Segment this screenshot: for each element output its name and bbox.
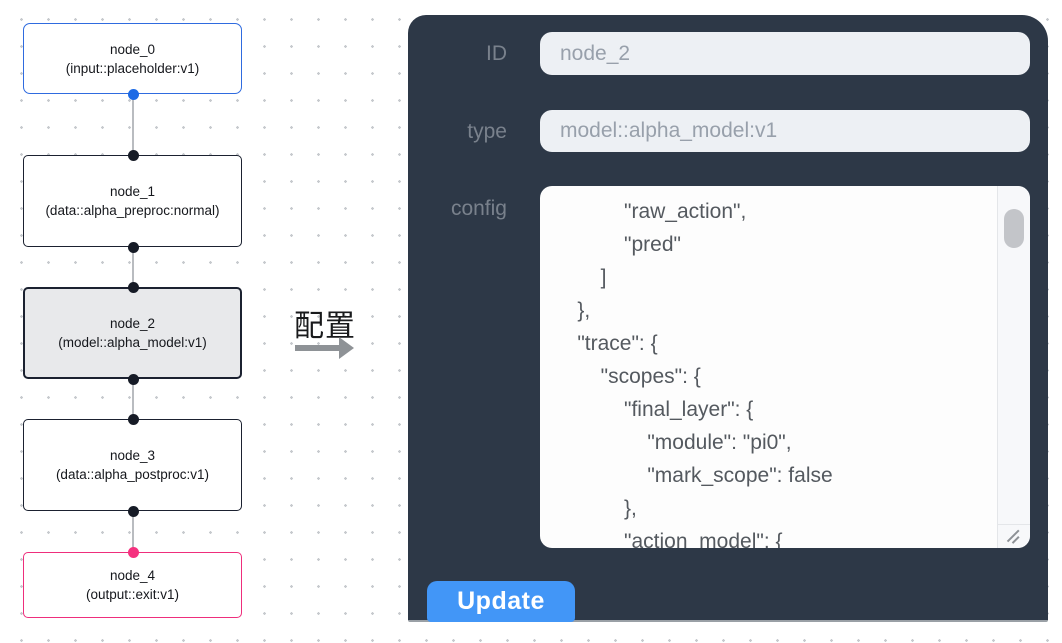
node-3-data-postproc[interactable]: node_3 (data::alpha_postproc:v1) bbox=[23, 419, 242, 511]
edge-node2-node3 bbox=[132, 378, 134, 420]
node-2-input-port[interactable] bbox=[127, 281, 139, 293]
resize-grip-line bbox=[1011, 536, 1020, 544]
config-scrollbar-track[interactable] bbox=[997, 186, 1030, 548]
edge-node0-node1 bbox=[132, 94, 134, 156]
node-2-output-port[interactable] bbox=[127, 373, 139, 385]
right-arrow-icon bbox=[295, 345, 341, 351]
node-0-output-port[interactable] bbox=[127, 89, 139, 100]
node-4-input-port[interactable] bbox=[127, 546, 139, 558]
update-button[interactable]: Update bbox=[427, 581, 575, 622]
node-type: (output::exit:v1) bbox=[85, 587, 180, 602]
id-input[interactable] bbox=[540, 32, 1030, 75]
node-2-model-selected[interactable]: node_2 (model::alpha_model:v1) bbox=[23, 287, 242, 379]
node-type: (data::alpha_postproc:v1) bbox=[55, 467, 210, 482]
right-arrow-head-icon bbox=[339, 337, 354, 359]
node-1-input-port[interactable] bbox=[127, 149, 139, 161]
node-type: (model::alpha_model:v1) bbox=[58, 335, 207, 350]
node-type: (data::alpha_preproc:normal) bbox=[45, 203, 220, 218]
node-name: node_2 bbox=[109, 316, 156, 331]
config-field-label: config bbox=[450, 197, 507, 220]
node-type: (input::placeholder:v1) bbox=[65, 60, 200, 76]
textarea-resize-handle-icon[interactable] bbox=[997, 524, 1030, 548]
edge-node3-node4 bbox=[132, 510, 134, 553]
type-field-label: type bbox=[467, 120, 507, 143]
node-1-data-preproc[interactable]: node_1 (data::alpha_preproc:normal) bbox=[23, 155, 242, 247]
node-name: node_4 bbox=[109, 568, 156, 583]
node-4-output-exit[interactable]: node_4 (output::exit:v1) bbox=[23, 552, 242, 618]
node-name: node_1 bbox=[109, 184, 156, 199]
config-json-text[interactable]: "raw_action", "pred" ] }, "trace": { "sc… bbox=[577, 200, 833, 548]
node-3-output-port[interactable] bbox=[127, 505, 139, 517]
edge-node1-node2 bbox=[132, 246, 134, 288]
config-textarea[interactable]: "raw_action", "pred" ] }, "trace": { "sc… bbox=[540, 186, 1030, 548]
node-0-input-placeholder[interactable]: node_0 (input::placeholder:v1) bbox=[23, 23, 242, 94]
node-1-output-port[interactable] bbox=[127, 241, 139, 253]
type-input[interactable] bbox=[540, 110, 1030, 152]
config-scrollbar-thumb[interactable] bbox=[1004, 209, 1024, 248]
node-name: node_0 bbox=[109, 41, 156, 57]
id-field-label: ID bbox=[486, 42, 507, 65]
node-name: node_3 bbox=[109, 448, 156, 463]
node-config-panel: ID type config "raw_action", "pred" ] },… bbox=[408, 15, 1048, 622]
node-3-input-port[interactable] bbox=[127, 413, 139, 425]
